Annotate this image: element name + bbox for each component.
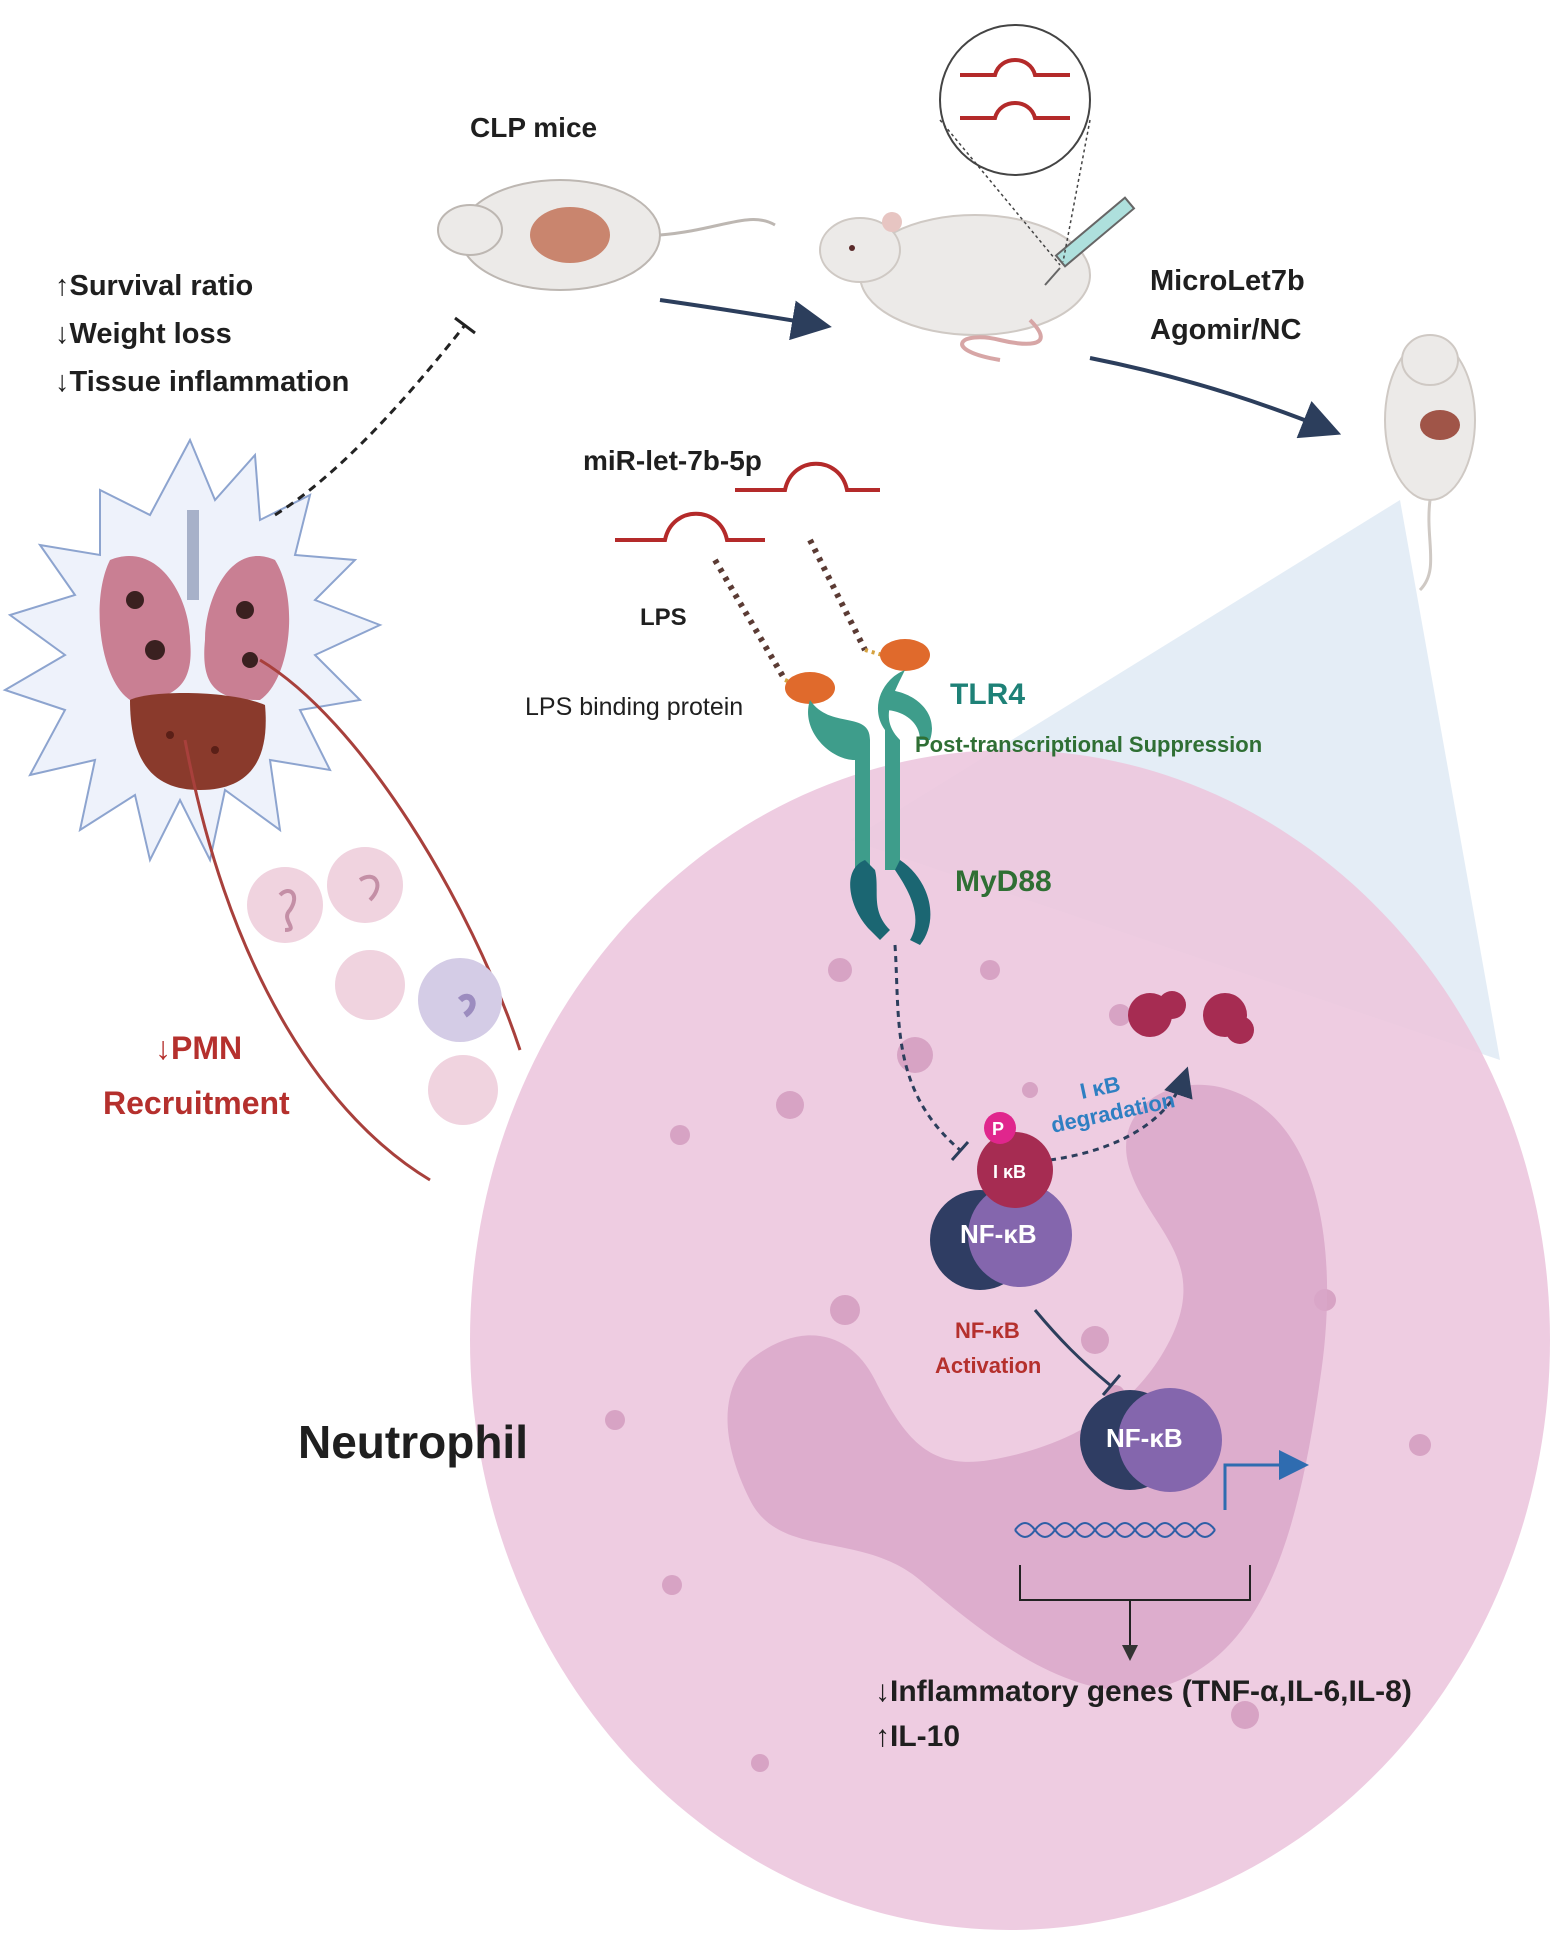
mirna-zoom-circle <box>939 24 1091 176</box>
lbp-label: LPS binding protein <box>525 693 744 721</box>
nfkb-complex-cyto <box>930 1112 1072 1290</box>
nfkb-activation-line2: Activation <box>935 1353 1042 1378</box>
genes-down: ↓Inflammatory genes (TNF-α,IL-6,IL-8) <box>875 1675 1412 1708</box>
neutrophil-cell <box>470 750 1550 1930</box>
treatment-line2: Agomir/NC <box>1150 314 1302 346</box>
clp-mice-label: CLP mice <box>470 112 598 143</box>
suppression-label: Post-transcriptional Suppression <box>915 732 1263 757</box>
dna-helix <box>1014 1522 1216 1538</box>
nfkb-nuc-label: NF-κB <box>1106 1423 1183 1453</box>
arrow-clp-to-treated <box>659 298 832 341</box>
arrow-treated-to-analysis <box>1089 356 1342 439</box>
phospho-label: P <box>992 1119 1004 1139</box>
mirna-pair <box>615 461 880 542</box>
vessel-curve-outer <box>183 739 431 1182</box>
immune-cells <box>247 847 502 1125</box>
neutrophil-label: Neutrophil <box>298 1416 528 1468</box>
transcription-arrow <box>1223 1450 1309 1510</box>
ikb-label: I κB <box>993 1162 1026 1182</box>
genes-up: ↑IL-10 <box>875 1720 961 1753</box>
clp-mouse <box>437 179 776 291</box>
nfkb-cyto-label: NF-κB <box>960 1219 1037 1249</box>
gene-bracket <box>1019 1565 1251 1601</box>
myd88-label: MyD88 <box>955 865 1052 898</box>
outcome-weight: ↓Weight loss <box>55 318 232 350</box>
pmn-line1: ↓PMN <box>155 1030 243 1066</box>
degraded-ikb <box>1128 991 1254 1044</box>
treated-mouse <box>819 196 1136 362</box>
degradation-arrow <box>1049 1066 1193 1162</box>
nfkb-activation-arrow <box>1033 1309 1111 1387</box>
treatment-line1: MicroLet7b <box>1150 265 1305 297</box>
lbp-left <box>785 672 835 704</box>
nucleus <box>727 1084 1328 1691</box>
nfkb-complex-nuc <box>1080 1388 1222 1492</box>
tlr4-label: TLR4 <box>950 678 1025 711</box>
lps-label: LPS <box>640 604 687 631</box>
pmn-line2: Recruitment <box>103 1085 290 1121</box>
analysis-mouse <box>1384 334 1476 592</box>
myd88-to-ikb-dashed <box>893 944 961 1152</box>
outcome-survival: ↑Survival ratio <box>55 270 254 302</box>
mirna-small <box>960 58 1070 120</box>
myd88-protein <box>850 860 931 945</box>
lps-chains <box>712 538 868 682</box>
tlr4-receptor <box>808 670 932 870</box>
mirna-label: miR-let-7b-5p <box>583 445 762 476</box>
inflammation-burst <box>2 437 383 863</box>
granules <box>605 958 1431 1772</box>
inhibition-dashed <box>274 324 467 517</box>
nfkb-activation-line1: NF-κB <box>955 1318 1020 1343</box>
lbp-right <box>880 639 930 671</box>
outcome-inflammation: ↓Tissue inflammation <box>55 366 350 398</box>
